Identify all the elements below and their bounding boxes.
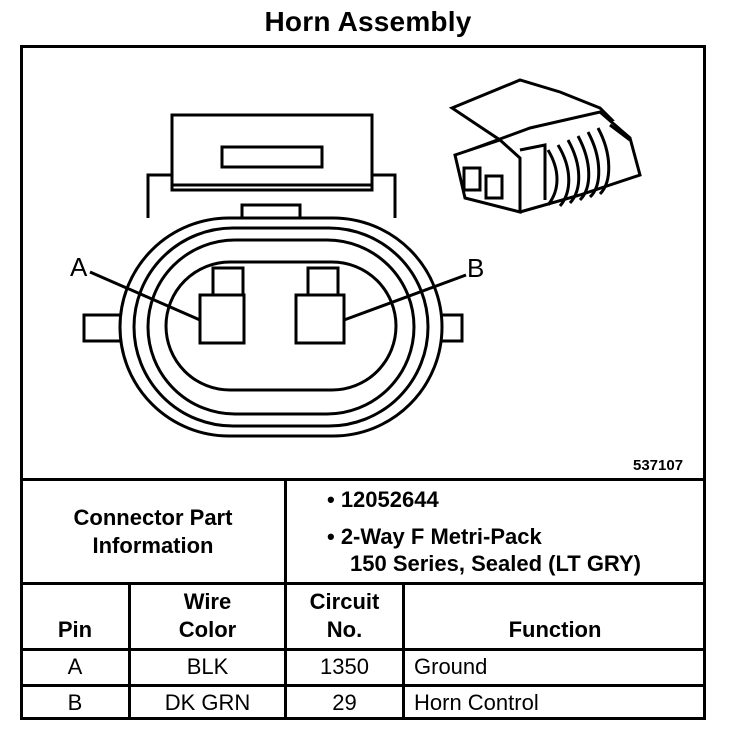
- connector-info-label: Connector Part Information: [22, 504, 284, 560]
- header-circuit-no: Circuit No.: [287, 588, 402, 644]
- pin-b-callout: B: [467, 253, 485, 283]
- connector-type-bullet: • 2-Way F Metri-Pack: [327, 524, 542, 549]
- row-a-pin: A: [67, 654, 83, 679]
- header-pin: Pin: [57, 617, 93, 642]
- diagram-title: Horn Assembly: [264, 6, 472, 37]
- row-b-pin: B: [67, 690, 83, 715]
- connector-info-label-line2: Information: [92, 533, 214, 558]
- header-circuit-line1: Circuit: [309, 589, 380, 614]
- col-divider-1: [128, 582, 131, 720]
- row-b-function: Horn Control: [414, 690, 539, 715]
- header-wire-color: Wire Color: [131, 588, 284, 644]
- info-divider: [284, 478, 287, 582]
- row-b-wire: DK GRN: [164, 690, 251, 715]
- header-wire-line1: Wire: [183, 589, 232, 614]
- header-function: Function: [508, 617, 602, 642]
- figure-number: 537107: [633, 457, 684, 474]
- connector-info-label-line1: Connector Part: [73, 505, 233, 530]
- header-circuit-line2: No.: [326, 617, 363, 642]
- table-top-rule: [20, 478, 706, 481]
- connector-perspective-view: [448, 78, 642, 214]
- part-number-bullet: • 12052644: [327, 487, 439, 512]
- header-wire-line2: Color: [178, 617, 237, 642]
- diagram-frame: [20, 45, 706, 720]
- col-divider-3: [402, 582, 405, 720]
- col-divider-2: [284, 582, 287, 720]
- connector-front-view: [82, 113, 467, 438]
- header-top-rule: [20, 582, 706, 585]
- pin-a-callout: A: [70, 252, 88, 282]
- row-a-circuit: 1350: [320, 654, 369, 679]
- connector-type-line2: 150 Series, Sealed (LT GRY): [350, 551, 642, 576]
- row-a-function: Ground: [414, 654, 488, 679]
- row-b-circuit: 29: [332, 690, 357, 715]
- row-a-wire: BLK: [186, 654, 229, 679]
- header-bottom-rule: [20, 648, 706, 651]
- row-divider: [20, 684, 706, 687]
